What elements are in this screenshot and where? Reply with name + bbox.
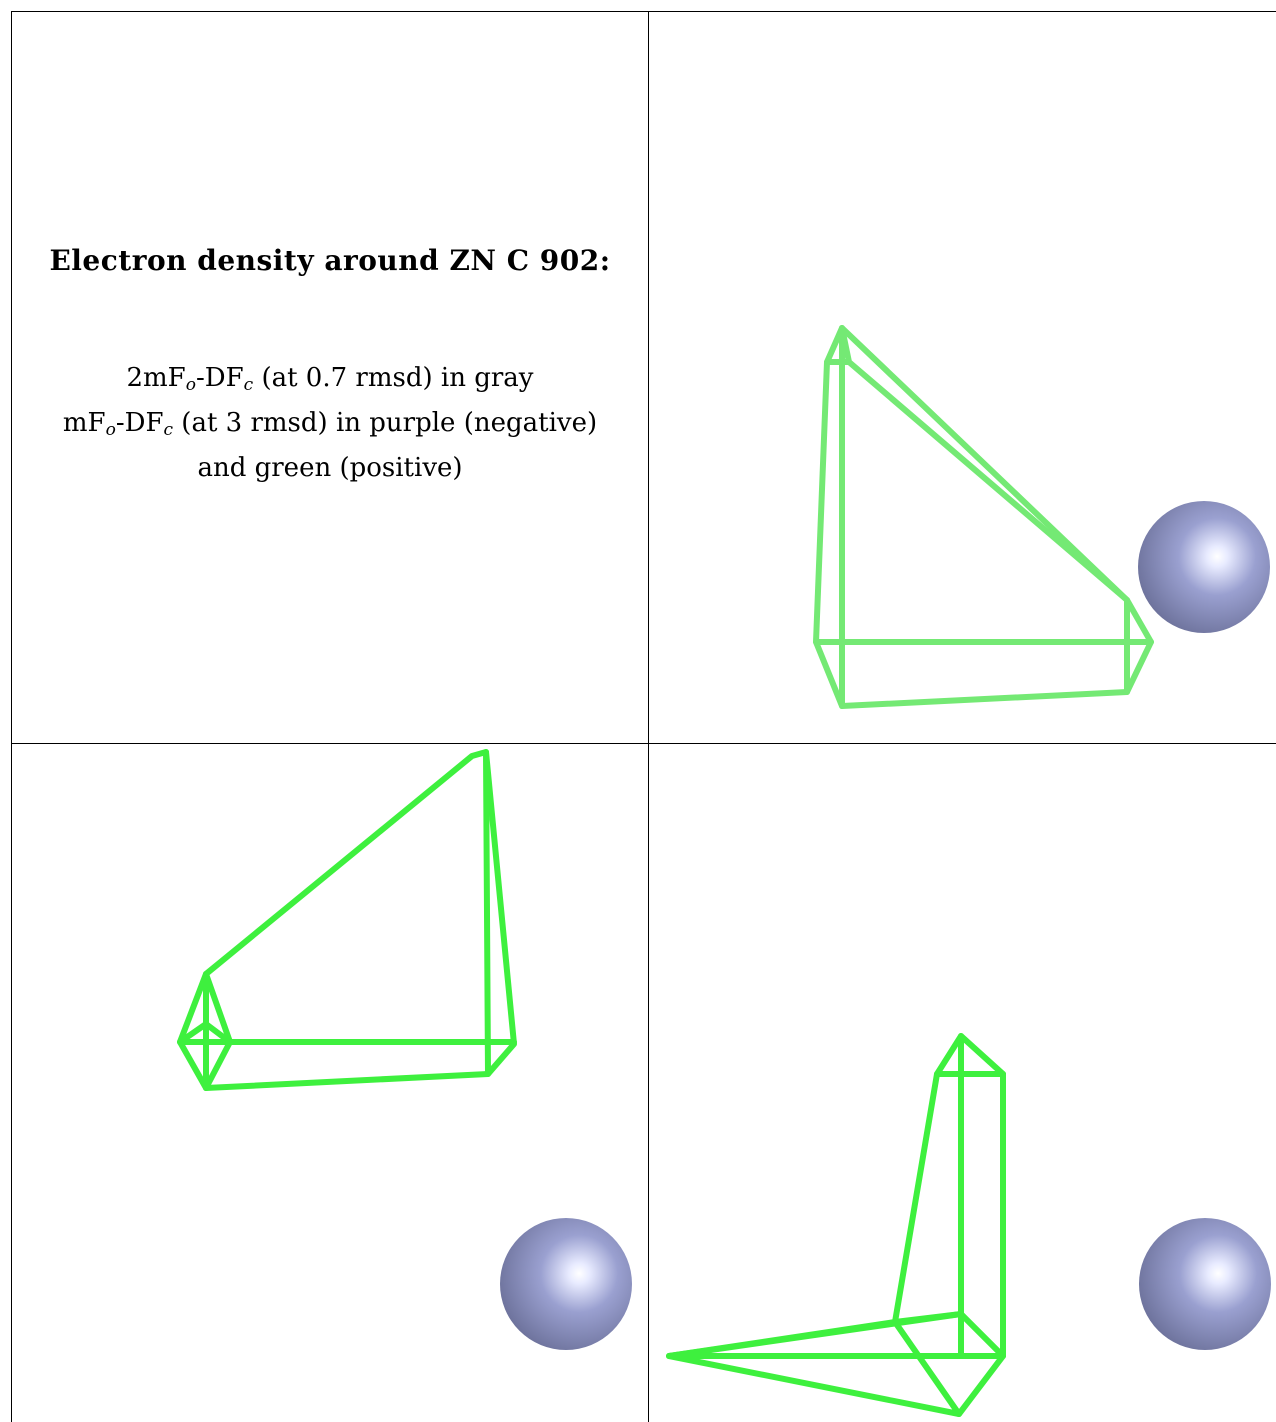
line2-rest: (at 3 rmsd) in purple (negative): [173, 408, 598, 438]
density-mesh-positive: [666, 1033, 1006, 1417]
horizontal-divider: [11, 743, 1276, 744]
line2-sub-o: o: [105, 420, 116, 440]
view-bottom-left: [12, 744, 648, 1422]
zinc-sphere-2: [500, 1218, 632, 1350]
line2-part-a: mF: [62, 408, 106, 438]
line1-sub-o: o: [185, 375, 196, 395]
view-top-right: [649, 12, 1276, 743]
panel-description: 2mFo-DFc (at 0.7 rmsd) in gray mFo-DFc (…: [12, 359, 648, 487]
line1-sub-c: c: [243, 375, 254, 395]
density-mesh-positive: [813, 325, 1154, 709]
line2-part-b: -DF: [115, 408, 164, 438]
zinc-sphere-1: [1138, 501, 1270, 633]
line2-sub-c: c: [163, 420, 174, 440]
description-line-mfo-dfc: mFo-DFc (at 3 rmsd) in purple (negative): [12, 404, 648, 449]
description-line-2mfo-dfc: 2mFo-DFc (at 0.7 rmsd) in gray: [12, 359, 648, 404]
line1-rest: (at 0.7 rmsd) in gray: [253, 363, 534, 393]
vertical-divider: [648, 11, 649, 1422]
density-view-svg-1: [813, 325, 1270, 709]
zinc-sphere-3: [1139, 1218, 1271, 1350]
description-line-green: and green (positive): [197, 453, 463, 483]
density-mesh-positive: [177, 749, 517, 1091]
density-view-svg-2: [177, 749, 632, 1350]
line1-part-a: 2mF: [126, 363, 186, 393]
view-bottom-right: [649, 744, 1276, 1422]
line1-part-b: -DF: [195, 363, 244, 393]
legend-panel: Electron density around ZN C 902: 2mFo-D…: [12, 12, 648, 743]
figure-frame: [11, 11, 1276, 1422]
panel-title: Electron density around ZN C 902:: [49, 244, 611, 277]
density-view-svg-3: [666, 1033, 1271, 1417]
